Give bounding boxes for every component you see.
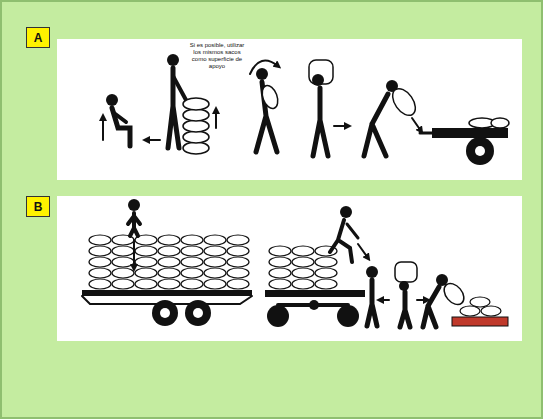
panel-letter: B (34, 201, 43, 213)
panel-b (57, 196, 522, 341)
instruction-note: Si es posible, utilizar los mismos sacos… (186, 42, 248, 70)
panel-a (57, 39, 522, 180)
label-box: A (26, 27, 50, 48)
label-box: B (26, 196, 50, 217)
panel-letter: A (34, 32, 43, 44)
